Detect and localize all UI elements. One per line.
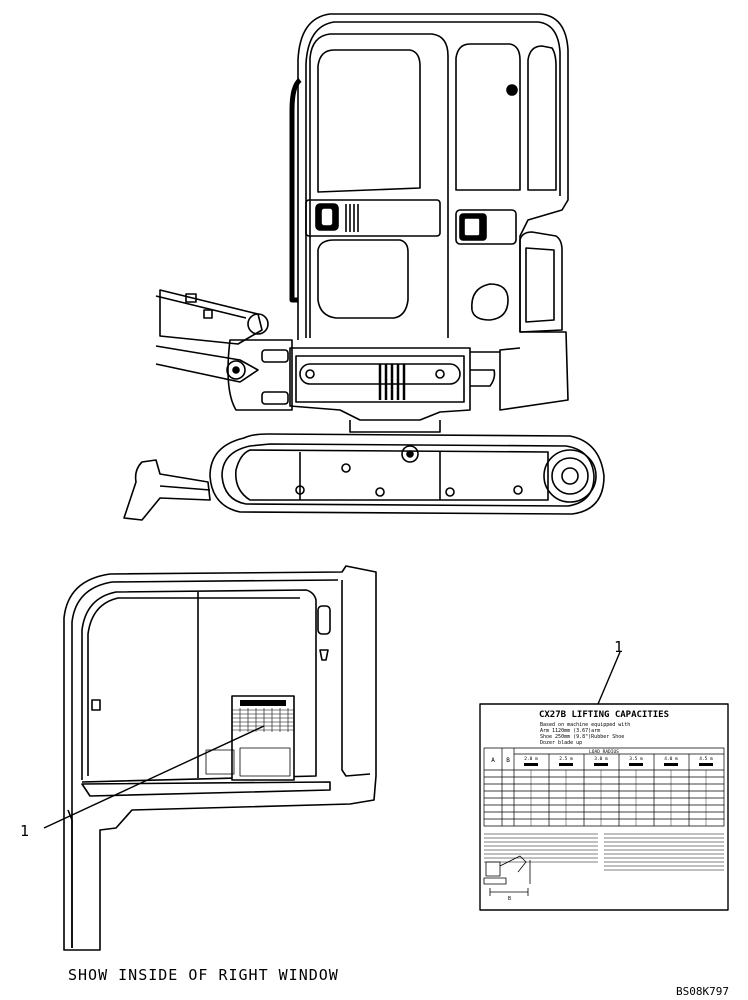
load-radius-label: LOAD RADIUS: [589, 749, 619, 755]
column-a-header: A: [491, 757, 495, 764]
decal-config-line-3: Shoe 250mm (9.8")Rubber Shoe: [540, 734, 624, 740]
column-b-header: B: [506, 757, 510, 764]
decal-dimension-b: B: [508, 896, 511, 902]
view-caption: SHOW INSIDE OF RIGHT WINDOW: [68, 966, 339, 984]
callout-number-left: 1: [20, 822, 30, 840]
decal-fine-print: [484, 833, 724, 871]
decal-title: CX27B LIFTING CAPACITIES: [539, 710, 669, 720]
decal-config-line-2: Arm 1120mm (3.67)arm: [540, 728, 600, 734]
lifting-capacity-decal: CX27B LIFTING CAPACITIES Based on machin…: [479, 651, 729, 911]
drawing-code: BS08K797: [676, 985, 729, 998]
radius-header-5: 4.0 m: [664, 756, 678, 762]
radius-header-3: 3.0 m: [594, 756, 608, 762]
callout-number-right: 1: [614, 638, 624, 656]
decal-config-line-4: Dozer blade up: [540, 740, 582, 746]
radius-header-6: 4.5 m: [699, 756, 713, 762]
decal-config-line-1: Based on machine equipped with: [540, 722, 630, 728]
decal-excavator-icon: [483, 855, 531, 896]
radius-header-2: 2.5 m: [559, 756, 573, 762]
load-table: [483, 747, 725, 827]
radius-header-1: 2.0 m: [524, 756, 538, 762]
radius-header-4: 3.5 m: [629, 756, 643, 762]
right-window-inside-view: [43, 565, 377, 951]
excavator-side-view: [123, 13, 605, 521]
